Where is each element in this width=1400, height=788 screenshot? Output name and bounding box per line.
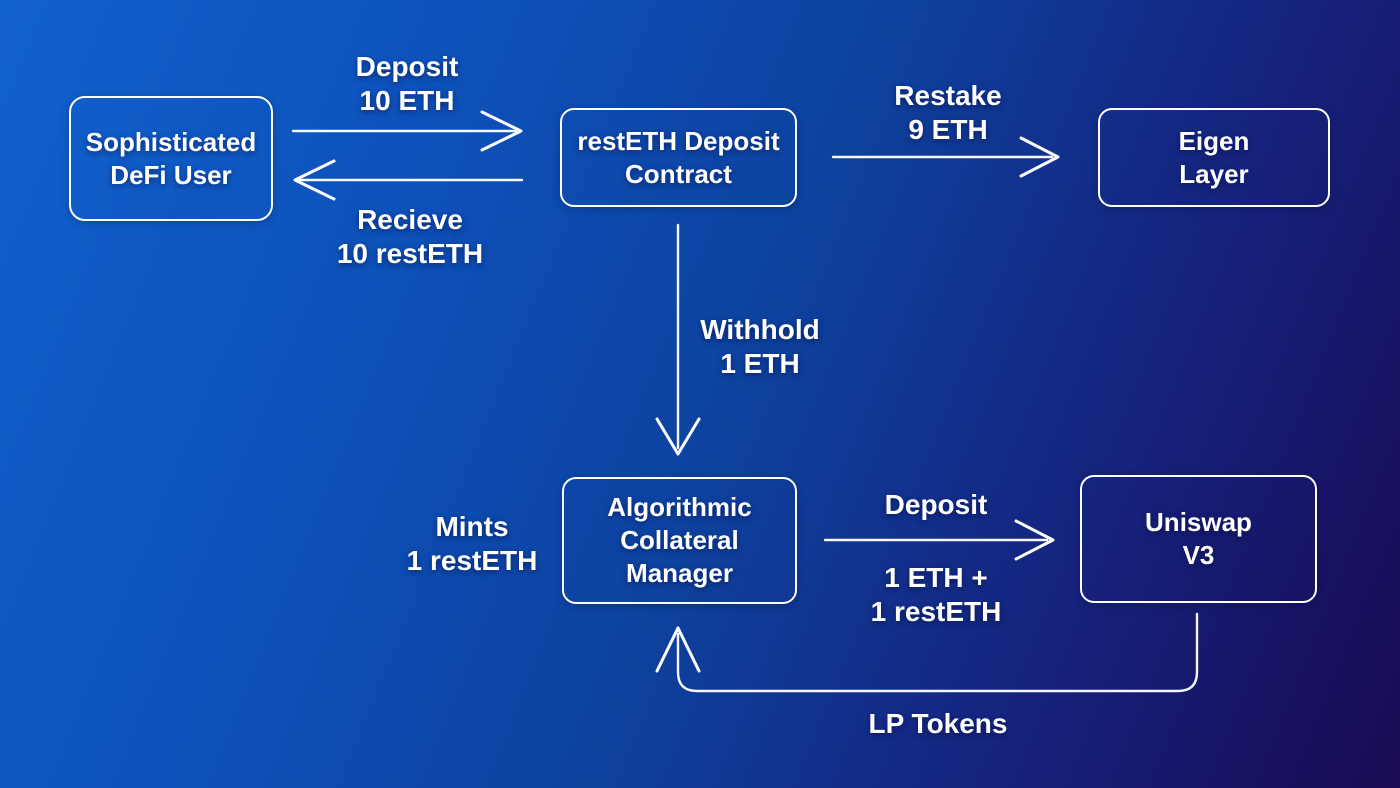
label-lp-tokens: LP Tokens [868, 708, 1008, 739]
label-mints-1-resteth: Mints 1 restETH [406, 511, 538, 576]
node-defi-user: Sophisticated DeFi User [69, 96, 273, 221]
node-algorithmic-collateral-manager: Algorithmic Collateral Manager [562, 477, 797, 604]
label-deposit-pair-detail: 1 ETH + 1 restETH [870, 562, 1002, 627]
deposit-pair-arrow [823, 519, 1055, 561]
node-uniswap-v3: Uniswap V3 [1080, 475, 1317, 603]
node-resteth-deposit-contract: restETH Deposit Contract [560, 108, 797, 207]
label-withhold-1-eth: Withhold 1 ETH [700, 314, 820, 379]
label-receive-10-resteth: Recieve 10 restETH [336, 204, 484, 269]
label-restake-9-eth: Restake 9 ETH [894, 80, 1002, 145]
label-deposit-10-eth: Deposit 10 ETH [355, 51, 459, 116]
node-eigen-layer: Eigen Layer [1098, 108, 1330, 207]
label-deposit-pair-title: Deposit [884, 489, 988, 520]
receive-10-resteth-arrow [293, 159, 524, 201]
